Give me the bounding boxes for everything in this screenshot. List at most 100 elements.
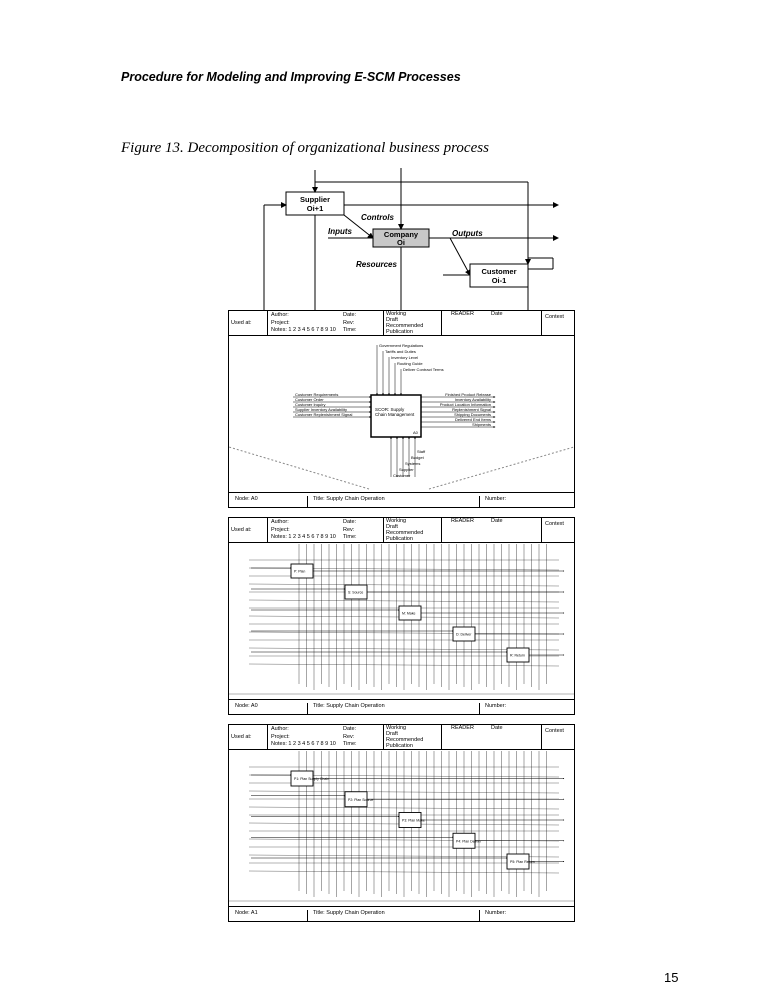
number-label: Number: — [485, 910, 507, 916]
rev-label: Rev: — [343, 734, 355, 740]
svg-text:Chain Management: Chain Management — [375, 412, 415, 417]
svg-text:Oi-1: Oi-1 — [492, 276, 507, 285]
process-box-label: P3: Plan Make — [402, 819, 425, 823]
working-label: Working — [386, 725, 407, 731]
date-label: Date: — [343, 312, 357, 318]
used-at-label: Used at: — [231, 734, 252, 740]
context-label: Context — [545, 314, 564, 320]
control-label: Tariffs and Duties — [385, 349, 416, 354]
date-col-label: Date — [491, 518, 503, 524]
publication-label: Publication — [386, 536, 413, 542]
outputs-label: Outputs — [452, 229, 483, 238]
input-label: Customer Requirements — [295, 392, 338, 397]
control-label: Routing Guide — [397, 361, 423, 366]
recommended-label: Recommended — [386, 530, 424, 536]
inputs-label: Inputs — [328, 227, 353, 236]
rev-label: Rev: — [343, 320, 355, 326]
a0-context-diagram: SCOR: Supply Chain Management A0 Governm… — [229, 343, 574, 490]
mechanism-label: Supplier — [399, 467, 414, 472]
process-box-label: P4: Plan Deliver — [456, 839, 482, 843]
author-label: Author: — [271, 519, 289, 525]
output-label: Delivered End Items — [455, 417, 491, 422]
process-box-label: S: Source — [348, 591, 363, 595]
process-box-label: P1: Plan Supply Chain — [294, 777, 329, 781]
sheet-header: Used at: Author: Project: Notes: 1 2 3 4… — [229, 311, 574, 336]
sheet-footer: Node: A0 Title: Supply Chain Operation N… — [229, 492, 574, 507]
date-label: Date: — [343, 726, 357, 732]
rev-label: Rev: — [343, 527, 355, 533]
used-at-label: Used at: — [231, 320, 252, 326]
page-number: 15 — [664, 970, 679, 985]
publication-label: Publication — [386, 329, 413, 335]
sheet-footer: Node: A0 Title: Supply Chain Operation N… — [229, 699, 574, 714]
mechanism-label: Systems — [405, 461, 420, 466]
publication-label: Publication — [386, 743, 413, 749]
process-box-label: P5: Plan Return — [510, 860, 535, 864]
customer-label: Customer — [481, 267, 516, 276]
node-label: Node: A0 — [235, 496, 258, 502]
control-label: Government Regulations — [379, 343, 423, 348]
notes-label: Notes: 1 2 3 4 5 6 7 8 9 10 — [271, 534, 336, 540]
date-col-label: Date — [491, 311, 503, 317]
mechanism-label: Budget — [411, 455, 425, 460]
mechanism-label: Staff — [417, 449, 426, 454]
context-label: Context — [545, 521, 564, 527]
control-label: Deliver Contract Terms — [403, 367, 444, 372]
supplier-label: Supplier — [300, 195, 330, 204]
mechanism-label: Customer — [393, 473, 411, 478]
notes-label: Notes: 1 2 3 4 5 6 7 8 9 10 — [271, 741, 336, 747]
input-label: Customer Order — [295, 397, 324, 402]
draft-label: Draft — [386, 317, 398, 323]
svg-text:Oi: Oi — [397, 238, 405, 247]
author-label: Author: — [271, 312, 289, 318]
resources-label: Resources — [356, 260, 397, 269]
title-label: Title: Supply Chain Operation — [313, 703, 385, 709]
process-box-label: D: Deliver — [456, 633, 472, 637]
company-label: Company — [384, 230, 419, 239]
output-label: Inventory Availability — [455, 397, 491, 402]
project-label: Project: — [271, 527, 290, 533]
svg-text:SCOR: Supply: SCOR: Supply — [375, 407, 405, 412]
process-box-label: P2: Plan Source — [348, 798, 373, 802]
number-label: Number: — [485, 703, 507, 709]
number-label: Number: — [485, 496, 507, 502]
context-label: Context — [545, 728, 564, 734]
output-label: Replenishment Signal — [452, 407, 491, 412]
output-label: Shipping Documents — [454, 412, 491, 417]
svg-text:Oi+1: Oi+1 — [307, 204, 323, 213]
context-diagram: Supplier Oi+1 Company Oi Customer Oi-1 C… — [258, 168, 559, 314]
time-label: Time: — [343, 741, 357, 747]
node-label: Node: A1 — [235, 910, 258, 916]
input-label: Supplier Inventory Availability — [295, 407, 347, 412]
idef0-sheet-a0-decomposition: Used at: Author: Project: Notes: 1 2 3 4… — [228, 517, 575, 715]
idef0-sheet-a0-context: Used at: Author: Project: Notes: 1 2 3 4… — [228, 310, 575, 508]
date-label: Date: — [343, 519, 357, 525]
running-header: Procedure for Modeling and Improving E-S… — [121, 70, 461, 84]
recommended-label: Recommended — [386, 323, 424, 329]
output-label: Shipments — [472, 422, 491, 427]
sheet-header: Used at: Author: Project: Notes: 1 2 3 4… — [229, 518, 574, 543]
reader-label: READER — [451, 518, 474, 524]
time-label: Time: — [343, 534, 357, 540]
date-col-label: Date — [491, 725, 503, 731]
input-label: Customer Inquiry — [295, 402, 325, 407]
node-label: Node: A0 — [235, 703, 258, 709]
working-label: Working — [386, 311, 407, 317]
time-label: Time: — [343, 327, 357, 333]
draft-label: Draft — [386, 524, 398, 530]
idef0-sheet-a1-decomposition: Used at: Author: Project: Notes: 1 2 3 4… — [228, 724, 575, 922]
process-box-label: P: Plan — [294, 570, 305, 574]
reader-label: READER — [451, 311, 474, 317]
a0-process-box — [370, 394, 422, 438]
controls-label: Controls — [361, 213, 394, 222]
project-label: Project: — [271, 320, 290, 326]
sheet-header: Used at: Author: Project: Notes: 1 2 3 4… — [229, 725, 574, 750]
project-label: Project: — [271, 734, 290, 740]
control-label: Inventory Level — [391, 355, 418, 360]
used-at-label: Used at: — [231, 527, 252, 533]
input-label: Customer Replenishment Signal — [295, 412, 352, 417]
draft-label: Draft — [386, 731, 398, 737]
sheet-footer: Node: A1 Title: Supply Chain Operation N… — [229, 906, 574, 921]
